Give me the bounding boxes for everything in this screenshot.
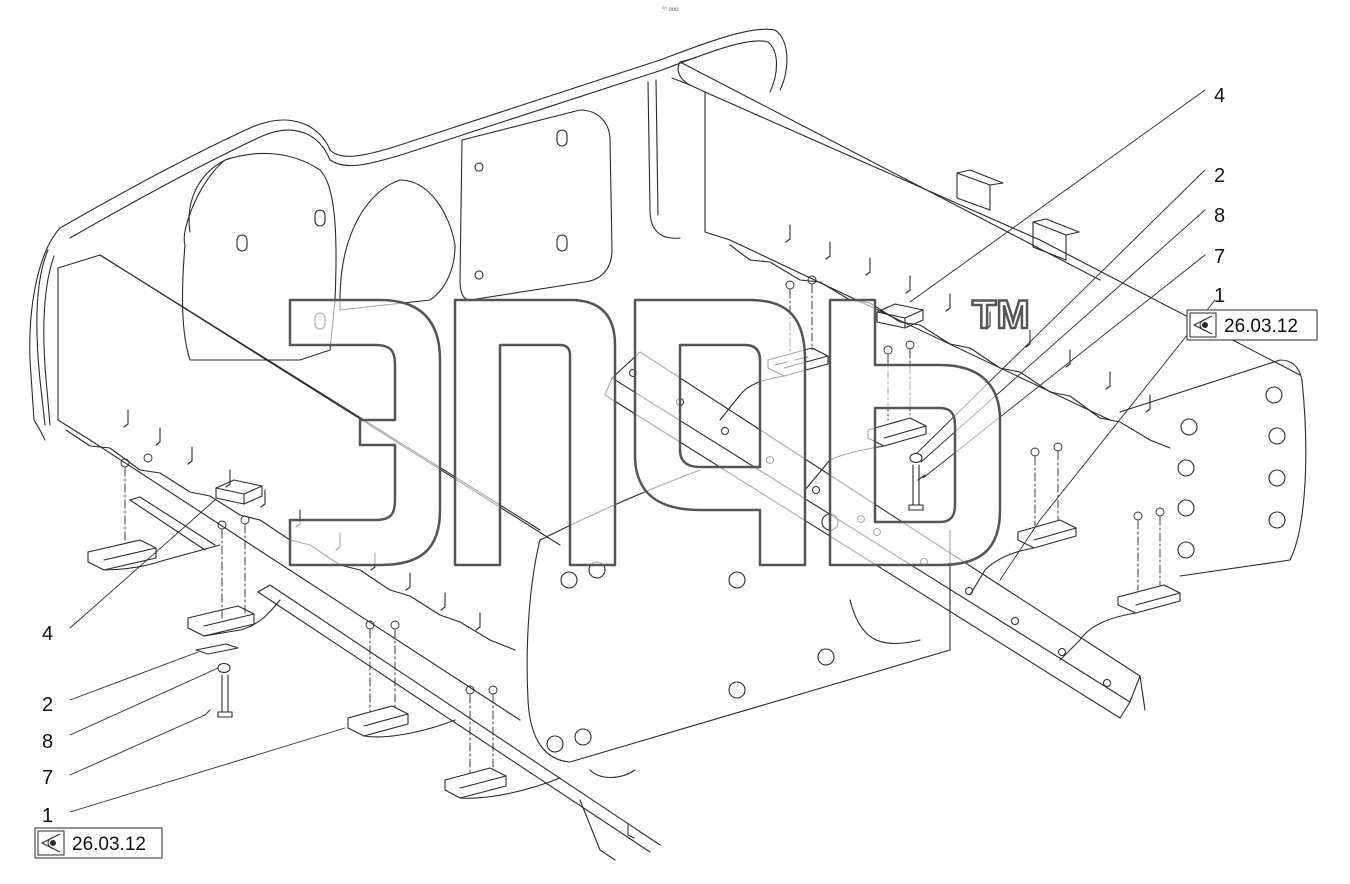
eye-icon [40, 833, 61, 853]
reference-date-right: 26.03.12 [1224, 316, 1298, 337]
right-edge-slots [729, 224, 1171, 449]
reference-box-right[interactable]: 26.03.12 [1186, 309, 1318, 341]
callout-right-7[interactable]: 7 [1214, 246, 1225, 268]
callout-right-2[interactable]: 2 [1214, 165, 1225, 187]
left-wear-shoes[interactable] [87, 539, 616, 861]
callout-left-4[interactable]: 4 [42, 623, 53, 645]
watermark-trademark: TM [972, 293, 1030, 337]
left-bolt-assembly[interactable] [195, 643, 239, 718]
watermark [288, 298, 1002, 567]
reference-date-left: 26.03.12 [72, 834, 146, 855]
header-mark: ⁰⁰ ooo [662, 6, 679, 13]
right-box-beam [671, 57, 1307, 577]
left-spacer-block[interactable] [215, 479, 263, 505]
callout-right-4[interactable]: 4 [1214, 85, 1225, 107]
callout-right-8[interactable]: 8 [1214, 205, 1225, 227]
callout-left-7[interactable]: 7 [42, 767, 53, 789]
right-wear-shoes[interactable] [719, 347, 1181, 661]
right-bolt-assembly[interactable] [908, 452, 926, 511]
callout-left-1[interactable]: 1 [42, 805, 53, 827]
left-cutting-edge[interactable] [129, 496, 661, 853]
bucket-back-plate [29, 28, 788, 441]
eye-icon [1192, 315, 1213, 335]
callout-left-8[interactable]: 8 [42, 731, 53, 753]
callout-left-2[interactable]: 2 [42, 694, 53, 716]
callout-right-1[interactable]: 1 [1214, 285, 1225, 307]
reference-box-left[interactable]: 26.03.12 [34, 827, 163, 859]
right-spacer-block[interactable] [876, 303, 924, 329]
bolt-heads [120, 275, 1165, 695]
